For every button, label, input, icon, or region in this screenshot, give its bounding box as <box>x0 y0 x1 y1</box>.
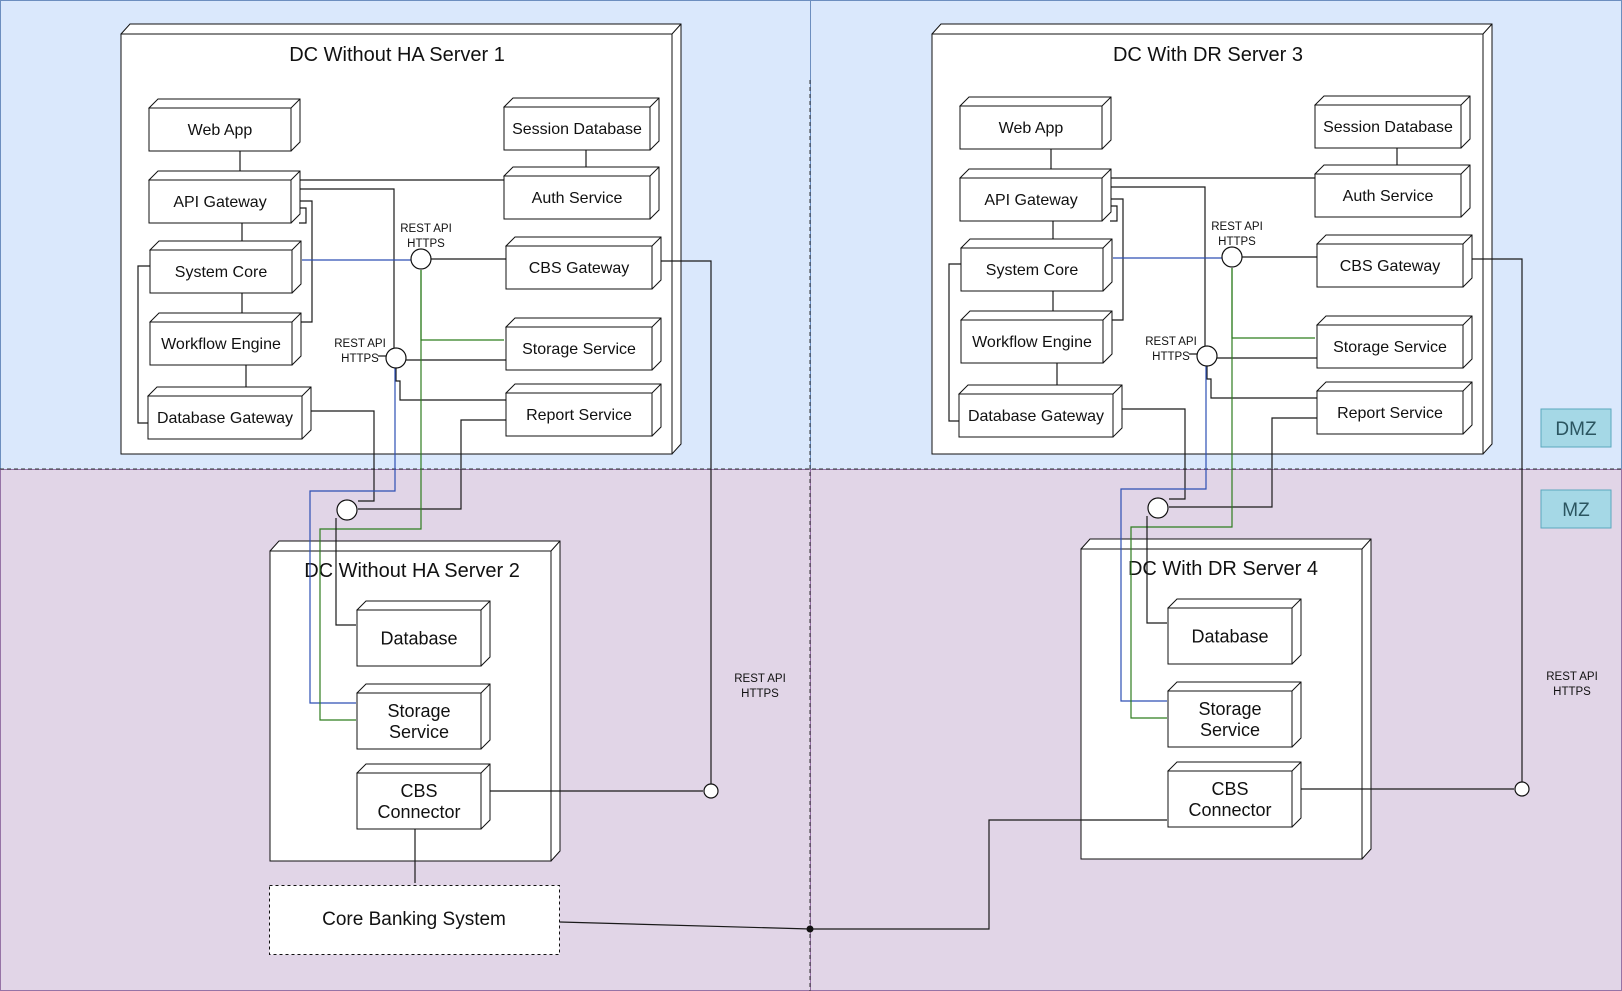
interface-label-s3-cbs-https: HTTPS <box>1553 686 1591 698</box>
s3-database-gateway-node-label: Database Gateway <box>968 408 1104 425</box>
s1-database-gateway-node-label: Database Gateway <box>157 410 293 427</box>
s3-api-gateway-node-label: API Gateway <box>984 192 1077 209</box>
interface-label-s3-cbs-api: REST API <box>1546 671 1598 683</box>
connectors-server-1 <box>137 150 712 883</box>
s3-session-database-node: Session Database <box>1314 95 1471 149</box>
interface-label-s1-lower-api: REST API <box>334 338 386 350</box>
s2-storage-service-node-label: Storage <box>387 701 450 721</box>
s2-database-node-label: Database <box>380 628 457 648</box>
interface-circle-s3-mz <box>1147 497 1169 519</box>
core-banking-system-label: Core Banking System <box>322 909 506 930</box>
s3-storage-service-node-label: Storage Service <box>1333 339 1447 356</box>
interface-circle-s3-cbs <box>1514 781 1530 797</box>
interface-circle-s3-lower <box>1196 345 1218 367</box>
s1-session-database-node: Session Database <box>503 97 660 151</box>
interface-circle-s3-upper <box>1221 246 1243 268</box>
s2-cbs-connector-node-label: Connector <box>377 802 460 822</box>
server-4-title: DC With DR Server 4 <box>1128 558 1318 580</box>
s3-database-gateway-node: Database Gateway <box>958 384 1123 438</box>
s3-storage-service-node: Storage Service <box>1316 315 1473 369</box>
s1-web-app-node: Web App <box>148 98 301 152</box>
s3-system-core-node: System Core <box>960 238 1113 292</box>
interface-label-s1-upper-https: HTTPS <box>407 238 445 250</box>
mz-tag <box>1540 489 1612 529</box>
interface-label-s1-lower-https: HTTPS <box>341 353 379 365</box>
interface-label-s3-lower-https: HTTPS <box>1152 351 1190 363</box>
server-2-title: DC Without HA Server 2 <box>304 560 520 582</box>
server-3-title: DC With DR Server 3 <box>1113 44 1303 66</box>
s1-api-gateway-node-label: API Gateway <box>173 194 266 211</box>
interface-circle-s1-upper <box>410 248 432 270</box>
s3-session-database-node-label: Session Database <box>1323 119 1453 136</box>
dmz-tag-label: DMZ <box>1555 419 1597 440</box>
s1-cbs-gateway-node-label: CBS Gateway <box>529 260 629 277</box>
s1-cbs-gateway-node: CBS Gateway <box>505 236 662 290</box>
interface-label-s1-upper-api: REST API <box>400 223 452 235</box>
s3-auth-service-node-label: Auth Service <box>1343 188 1434 205</box>
interface-circles <box>336 246 1530 799</box>
s1-api-gateway-node: API Gateway <box>148 170 301 224</box>
s1-system-core-node: System Core <box>149 240 302 294</box>
s4-database-node-label: Database <box>1191 626 1268 646</box>
s1-session-database-node-label: Session Database <box>512 121 642 138</box>
s3-cbs-gateway-node-label: CBS Gateway <box>1340 258 1440 275</box>
interface-circle-s1-lower <box>385 347 407 369</box>
s1-auth-service-node-label: Auth Service <box>532 190 623 207</box>
s2-cbs-connector-node-label: CBS <box>400 781 437 801</box>
interface-circle-s1-cbs <box>703 783 719 799</box>
s4-storage-service-node-label: Service <box>1200 720 1260 740</box>
s1-system-core-node-label: System Core <box>175 264 268 281</box>
s3-system-core-node-label: System Core <box>986 262 1079 279</box>
interface-label-s3-lower-api: REST API <box>1145 336 1197 348</box>
s3-auth-service-node: Auth Service <box>1314 164 1471 218</box>
dmz-tag <box>1540 408 1612 448</box>
interface-label-s3-upper-https: HTTPS <box>1218 236 1256 248</box>
interface-circle-s1-mz <box>336 499 358 521</box>
s3-workflow-engine-node-label: Workflow Engine <box>972 334 1092 351</box>
s1-report-service-node-label: Report Service <box>526 407 632 424</box>
s3-cbs-gateway-node: CBS Gateway <box>1316 234 1473 288</box>
s1-storage-service-node: Storage Service <box>505 317 662 371</box>
s4-database-node: Database <box>1167 598 1302 665</box>
s1-storage-service-node-label: Storage Service <box>522 341 636 358</box>
s3-report-service-node-label: Report Service <box>1337 405 1443 422</box>
server-1-title: DC Without HA Server 1 <box>289 44 505 66</box>
s1-database-gateway-node: Database Gateway <box>147 386 312 440</box>
mz-tag-label: MZ <box>1562 500 1590 521</box>
s1-report-service-node: Report Service <box>505 383 662 437</box>
s4-cbs-connector-node-label: Connector <box>1188 800 1271 820</box>
s1-workflow-engine-node-label: Workflow Engine <box>161 336 281 353</box>
interface-label-s3-upper-api: REST API <box>1211 221 1263 233</box>
s1-workflow-engine-node: Workflow Engine <box>149 312 302 366</box>
s2-database-node: Database <box>356 600 491 667</box>
s3-api-gateway-node: API Gateway <box>959 168 1112 222</box>
s3-web-app-node: Web App <box>959 96 1112 150</box>
s1-auth-service-node: Auth Service <box>503 166 660 220</box>
junction-dot <box>806 925 814 933</box>
core-banking-system <box>269 885 560 955</box>
s4-storage-service-node-label: Storage <box>1198 699 1261 719</box>
connectors-server-3 <box>559 148 1523 930</box>
interface-label-s1-cbs-api: REST API <box>734 673 786 685</box>
s4-cbs-connector-node-label: CBS <box>1211 779 1248 799</box>
s2-storage-service-node-label: Service <box>389 722 449 742</box>
interface-label-s1-cbs-https: HTTPS <box>741 688 779 700</box>
s3-workflow-engine-node: Workflow Engine <box>960 310 1113 364</box>
s1-web-app-node-label: Web App <box>188 122 253 139</box>
s3-report-service-node: Report Service <box>1316 381 1473 435</box>
s3-web-app-node-label: Web App <box>999 120 1064 137</box>
